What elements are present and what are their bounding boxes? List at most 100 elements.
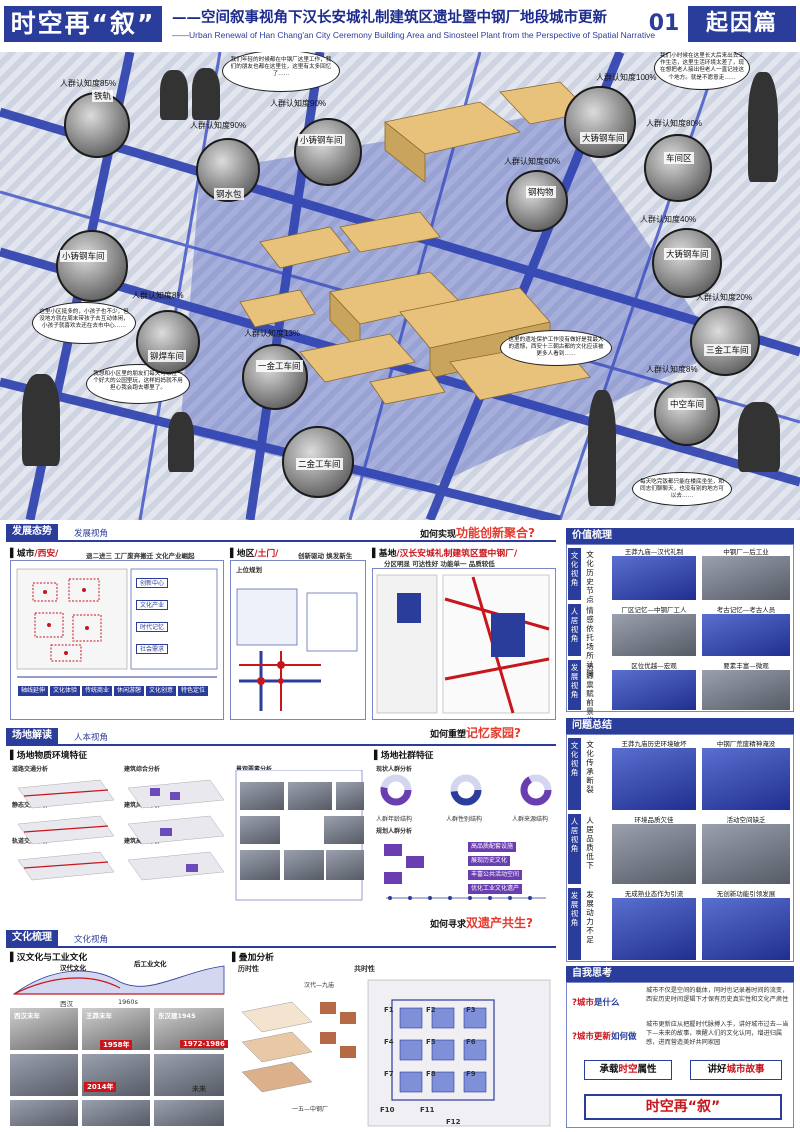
problem-photo xyxy=(612,748,696,810)
history-photo xyxy=(154,1100,224,1126)
timeline-label: 汉代文化 xyxy=(60,964,86,972)
value-row-desc: 资源禀赋前景优越 xyxy=(586,662,594,734)
city-bottom-item: 轴线延伸 xyxy=(18,686,49,696)
divider xyxy=(6,946,556,948)
problem-photo xyxy=(612,824,696,884)
question-memory: 如何重塑记忆家园? xyxy=(430,726,521,740)
problem-photo xyxy=(702,898,790,960)
f-label: F7 xyxy=(384,1070,394,1078)
timeline-year: 2014年 xyxy=(84,1082,117,1092)
speech-bubble: 我们年轻的时候都在中钢厂这里工作，我们的朋友也都在这里住，这里有太多回忆了…… xyxy=(222,52,340,92)
city-item: 时代记忆 xyxy=(136,622,169,632)
spatiotemporal-button: 承载时空属性 xyxy=(584,1060,672,1080)
photo-circle xyxy=(294,118,362,186)
f-label: F5 xyxy=(426,1038,436,1046)
culture-subtitle: 文化视角 xyxy=(74,935,109,945)
timeline-label: 后工业文化 xyxy=(134,960,167,968)
value-row-tab: 文化视角 xyxy=(568,548,581,600)
circle-label: 一金工车间 xyxy=(256,360,303,372)
physical-col: 建筑综合分析 xyxy=(124,766,161,773)
f-label: F9 xyxy=(466,1070,476,1078)
f-label: F2 xyxy=(426,1006,436,1014)
photo-circle xyxy=(652,228,722,298)
f-label: F8 xyxy=(426,1070,436,1078)
problem-row-tab: 发展视角 xyxy=(568,888,581,960)
circle-label: 钢水包 xyxy=(214,188,244,200)
social-donut-charts xyxy=(380,774,552,806)
city-header: ▌城市/西安/ xyxy=(10,549,59,559)
speech-bubble: 这里的遗址保护工作没有做好是我最大的遗憾，西安十三朝古都的文化应该被更多人看到…… xyxy=(500,330,612,366)
speech-bubble: 每天吃完饭都只能在楼底坐坐，和同志们聊聊天，也没有别的地方可以去…… xyxy=(632,472,732,506)
social-item: 现状人群分析 xyxy=(376,766,413,773)
circle-label: 三金工车间 xyxy=(704,344,751,356)
problem-caption: 中钢厂荒废精神淹没 xyxy=(716,740,776,748)
photo-circle xyxy=(242,344,308,410)
landscape-photo xyxy=(324,816,364,844)
problem-row-desc: 发展动力不足 xyxy=(586,890,594,944)
reflection-question: ?城市更新如何做 xyxy=(572,1032,637,1042)
value-photo xyxy=(612,670,696,710)
poster-subtitle: ——空间叙事视角下汉长安城礼制建筑区遗址暨中钢厂地段城市更新 xyxy=(172,10,607,26)
photo-circle xyxy=(136,310,200,374)
photo-circle xyxy=(196,138,260,202)
city-map-graphic xyxy=(16,568,218,678)
header: 时空再“叙” ——空间叙事视角下汉长安城礼制建筑区遗址暨中钢厂地段城市更新 ——… xyxy=(0,0,800,52)
circle-label: 铁轨 xyxy=(92,90,114,102)
city-bottom-item: 文化创意 xyxy=(146,686,177,696)
value-row-desc: 文化历史节点 xyxy=(586,550,594,604)
photo-circle xyxy=(690,306,760,376)
elderly-archaeologist-figure xyxy=(588,390,616,506)
city-story-button: 讲好城市故事 xyxy=(690,1060,782,1080)
history-photo xyxy=(10,1054,78,1096)
problem-photo xyxy=(612,898,696,960)
city-diagram xyxy=(10,560,224,720)
value-row-tab: 人居视角 xyxy=(568,604,581,656)
problem-caption: 无创新功能引领发展 xyxy=(716,890,776,898)
problem-photo xyxy=(702,748,790,810)
hero-axonometric-map: 我们年轻的时候都在中钢厂这里工作，我们的朋友也都在这里住，这里有太多回忆了…… … xyxy=(0,52,800,520)
site-header: ▌基地/汉长安城礼制建筑区暨中钢厂/ xyxy=(372,549,518,559)
social-planning-diagram xyxy=(384,844,546,900)
area-plan-title: 上位规划 xyxy=(236,566,262,574)
speech-bubble: 我们小时候在这里长大后来出去工作生活，这里生活环境太差了，现在想把老人接出但老人… xyxy=(654,52,750,90)
value-photo xyxy=(612,556,696,600)
social-tag: 展现历史文化 xyxy=(468,856,511,866)
recognition-label: 人群认知度13% xyxy=(244,329,301,338)
city-bottom-item: 休闲游憩 xyxy=(114,686,145,696)
f-label: F1 xyxy=(384,1006,394,1014)
reflection-title: 自我思考 xyxy=(566,966,794,982)
recognition-label: 人群认知度8% xyxy=(646,365,698,374)
reflection-question: ?城市是什么 xyxy=(572,998,620,1008)
f-label: F11 xyxy=(420,1106,435,1114)
circle-label: 小铸钢车间 xyxy=(298,134,345,146)
seated-resident-figure xyxy=(738,402,780,472)
timeline-year: 西汉末年 xyxy=(14,1012,40,1020)
value-photo xyxy=(702,556,790,600)
circle-label: 中空车间 xyxy=(668,398,707,410)
circle-label: 钢构物 xyxy=(526,186,556,198)
recognition-label: 人群认知度60% xyxy=(504,157,561,166)
child-with-bicycle-figure xyxy=(168,412,194,472)
f-label: F3 xyxy=(466,1006,476,1014)
value-caption: 王莽九庙—汉代礼制 xyxy=(624,548,684,556)
recognition-label: 人群认知度8% xyxy=(132,291,184,300)
social-header: ▌场地社群特征 xyxy=(374,751,434,761)
city-bottom-item: 传统商业 xyxy=(82,686,113,696)
chapter-title: 起因篇 xyxy=(688,6,796,42)
overlay-graphic xyxy=(241,979,551,1127)
physical-col: 道路交通分析 xyxy=(12,766,49,773)
landscape-photo xyxy=(336,782,364,810)
physical-header: ▌场地物质环境特征 xyxy=(10,751,88,761)
timeline-wave xyxy=(12,965,225,995)
landscape-photo xyxy=(240,816,280,844)
social-item: 规划人群分析 xyxy=(376,828,413,835)
overlay-item: 共时性 xyxy=(354,965,375,973)
speech-bubble: 这里小区挺多的，小孩子也不少，但没地方就在周末带孩子去互动体闲，小孩子就喜欢去还… xyxy=(32,302,136,344)
problem-row-desc: 文化传承断裂 xyxy=(586,740,594,794)
social-item: 人群性别结构 xyxy=(446,816,483,823)
city-item: 文化产业 xyxy=(136,600,169,610)
culture-title: 文化梳理 xyxy=(6,930,58,946)
reflection-text: 城市不仅是空间的载体，同时也记录着时间的流变，西安历史时间逻辑下才保有历史真实性… xyxy=(646,987,789,1003)
photo-circle xyxy=(654,380,720,446)
circle-label: 二金工车间 xyxy=(296,458,343,470)
